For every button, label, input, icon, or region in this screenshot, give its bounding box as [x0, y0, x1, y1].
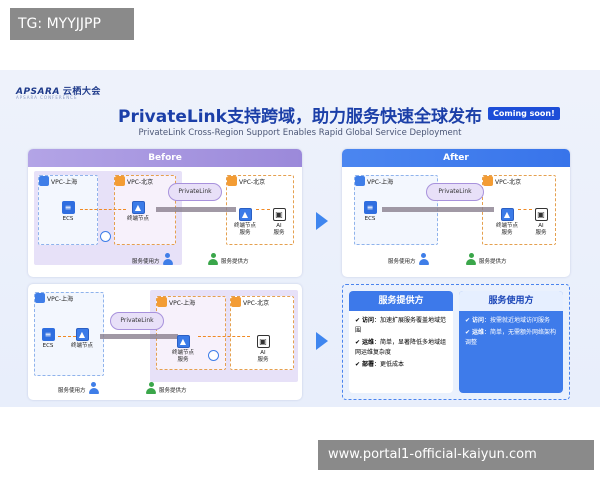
- endpoint-service-node: ▲终端节点 服务: [495, 208, 518, 236]
- consumer-label: 服务使用方: [388, 253, 429, 265]
- benefit-key: 访问: [361, 317, 374, 324]
- benefit-item: ✔ 访问：加速扩展服务覆盖地域范围: [355, 316, 447, 336]
- channel-tag-overlay: TG: MYYJJPP: [10, 8, 134, 40]
- link-bar: [382, 207, 494, 212]
- endpoint-service-icon: ▲: [238, 208, 252, 221]
- user-icon: [466, 253, 476, 265]
- provider-benefits-title: 服务提供方: [349, 291, 453, 311]
- ecs-node: ≡ECS: [61, 201, 75, 222]
- privatelink-cloud: PrivateLink: [110, 312, 164, 330]
- ai-chip-icon: ▣: [256, 335, 270, 348]
- benefit-key: 访问: [471, 317, 484, 324]
- cloud-icon: [483, 176, 493, 186]
- link-bar: [100, 334, 178, 339]
- server-icon: ≡: [41, 328, 55, 341]
- benefit-key: 部署: [361, 361, 374, 368]
- privatelink-cloud: PrivateLink: [426, 183, 484, 201]
- vpc-beijing: VPC-北京: [230, 296, 294, 370]
- ecs-node: ≡ECS: [363, 201, 377, 222]
- benefit-item: ✔ 访问：按需就近地域访问服务: [465, 316, 557, 326]
- cloud-icon: [355, 176, 365, 186]
- endpoint-service-node: ▲终端节点 服务: [171, 335, 194, 363]
- benefit-text: ：按需就近地域访问服务: [483, 317, 550, 324]
- endpoint-service-icon: ▲: [500, 208, 514, 221]
- ecs-node: ≡ECS: [41, 328, 55, 349]
- consumer-benefits-title: 服务使用方: [459, 291, 563, 311]
- check-icon: ✔: [355, 361, 362, 368]
- url-watermark: www.portal1-official-kaiyun.com: [318, 440, 594, 470]
- provider-label: 服务提供方: [208, 253, 249, 265]
- provider-label: 服务提供方: [466, 253, 507, 265]
- consumer-label: 服务使用方: [58, 382, 99, 394]
- cloud-icon: [39, 176, 49, 186]
- flow-line: [256, 209, 270, 210]
- transition-arrow-icon: [316, 212, 328, 230]
- cloud-icon: [227, 176, 237, 186]
- flow-line: [198, 336, 250, 337]
- endpoint-icon: ▲: [131, 201, 145, 214]
- flow-line: [80, 209, 126, 210]
- endpoint-service-icon: ▲: [176, 335, 190, 348]
- benefit-item: ✔ 部署：更低成本: [355, 360, 447, 370]
- ai-chip-icon: ▣: [272, 208, 286, 221]
- after-panel: After VPC-上海 VPC-北京 ≡ECS PrivateLink ▲终端…: [342, 149, 570, 277]
- ai-service-node: ▣AI 服务: [272, 208, 286, 236]
- link-bar: [156, 207, 236, 212]
- slide-subtitle: PrivateLink Cross-Region Support Enables…: [138, 128, 462, 138]
- ai-service-node: ▣AI 服务: [256, 335, 270, 363]
- transition-arrow-icon: [316, 332, 328, 350]
- before-header: Before: [28, 149, 302, 167]
- coming-soon-badge: Coming soon!: [488, 107, 560, 120]
- cloud-icon: [115, 176, 125, 186]
- check-icon: ✔: [465, 317, 472, 324]
- before-panel: Before VPC-上海 VPC-北京 VPC-北京 ≡ECS ▲终端节点 P…: [28, 149, 302, 277]
- ai-chip-icon: ▣: [534, 208, 548, 221]
- check-icon: ✔: [355, 339, 362, 346]
- cloud-icon: [157, 297, 167, 307]
- server-icon: ≡: [363, 201, 377, 214]
- cloud-icon: [231, 297, 241, 307]
- user-icon: [418, 253, 429, 265]
- consumer-benefits: 服务使用方 ✔ 访问：按需就近地域访问服务✔ 运维：简单，无需额外网络架构调整: [459, 291, 563, 393]
- vpc-beijing: VPC-北京: [114, 175, 176, 245]
- endpoint-node: ▲终端节点: [126, 201, 149, 222]
- benefit-text: ：更低成本: [373, 361, 404, 368]
- endpoint-service-node: ▲终端节点 服务: [233, 208, 256, 236]
- benefit-item: ✔ 运维：简单，无需额外网络架构调整: [465, 328, 557, 348]
- user-icon: [146, 382, 156, 394]
- benefit-item: ✔ 运维：简单，显著降低多地域组网运维复杂度: [355, 338, 447, 358]
- before-alt-panel: VPC-上海 VPC-上海 VPC-北京 ≡ECS ▲终端节点 PrivateL…: [28, 284, 302, 400]
- globe-icon: [100, 231, 111, 242]
- ai-service-node: ▣AI 服务: [534, 208, 548, 236]
- benefit-key: 运维: [361, 339, 374, 346]
- check-icon: ✔: [465, 329, 472, 336]
- globe-icon: [208, 350, 219, 361]
- benefit-text: ：加速扩展服务覆盖地域范围: [355, 317, 446, 334]
- server-icon: ≡: [61, 201, 75, 214]
- benefit-text: ：简单，无需额外网络架构调整: [465, 329, 556, 346]
- slide-title: PrivateLink支持跨域，助力服务快速全球发布: [118, 107, 482, 127]
- user-icon: [208, 253, 218, 265]
- provider-benefits: 服务提供方 ✔ 访问：加速扩展服务覆盖地域范围✔ 运维：简单，显著降低多地域组网…: [349, 291, 453, 393]
- benefit-text: ：简单，显著降低多地域组网运维复杂度: [355, 339, 446, 356]
- benefit-key: 运维: [471, 329, 484, 336]
- provider-label: 服务提供方: [146, 382, 187, 394]
- check-icon: ✔: [355, 317, 362, 324]
- privatelink-cloud: PrivateLink: [168, 183, 222, 201]
- endpoint-node: ▲终端节点: [70, 328, 93, 349]
- flow-line: [518, 209, 532, 210]
- cloud-icon: [35, 293, 45, 303]
- consumer-label: 服务使用方: [132, 253, 173, 265]
- user-icon: [88, 382, 99, 394]
- benefits-summary: 服务提供方 ✔ 访问：加速扩展服务覆盖地域范围✔ 运维：简单，显著降低多地域组网…: [342, 284, 570, 400]
- flow-line: [58, 336, 76, 337]
- endpoint-icon: ▲: [75, 328, 89, 341]
- after-header: After: [342, 149, 570, 167]
- user-icon: [162, 253, 173, 265]
